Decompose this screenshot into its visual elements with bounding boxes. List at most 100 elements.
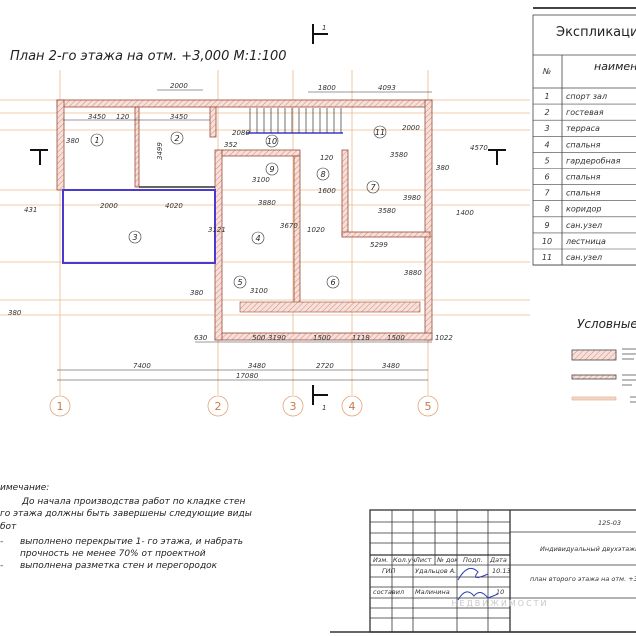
explication-row-number: 11 bbox=[542, 253, 552, 262]
explication-row-name: спальня bbox=[566, 173, 601, 182]
dim: 1800 bbox=[318, 84, 336, 92]
dim: 630 bbox=[194, 334, 208, 342]
dim: 1500 bbox=[313, 334, 331, 342]
dim: 1500 bbox=[387, 334, 405, 342]
note-line: прочность не менее 70% от проектной bbox=[20, 549, 206, 559]
room-number: 7 bbox=[370, 183, 376, 192]
project-name: Индивидуальный двухэтажн bbox=[540, 545, 636, 553]
explication-row-name: спорт зал bbox=[566, 92, 607, 101]
dim: 1022 bbox=[435, 334, 453, 342]
dim-total: 17080 bbox=[236, 372, 259, 380]
col-header: Изм. bbox=[373, 556, 388, 564]
legend-title: Условные bbox=[577, 317, 636, 331]
dim: 380 bbox=[8, 309, 22, 317]
dim: 4093 bbox=[378, 84, 396, 92]
legend-line-swatch bbox=[571, 396, 617, 401]
room-number: 8 bbox=[320, 170, 325, 179]
col-name-header: наимено bbox=[594, 60, 636, 73]
explication-row-name: сан.узел bbox=[566, 253, 602, 262]
dimension-lines bbox=[57, 89, 432, 381]
note-line: До начала производства работ по кладке с… bbox=[21, 497, 246, 507]
dim: 2000 bbox=[100, 202, 118, 210]
legend-wall-swatch bbox=[571, 349, 617, 361]
walls bbox=[56, 99, 433, 341]
date: 10 bbox=[496, 588, 504, 596]
dim: 3100 bbox=[252, 176, 270, 184]
project-code: 125-03 bbox=[598, 519, 621, 527]
explication-row-number: 8 bbox=[544, 205, 549, 214]
signature bbox=[457, 567, 499, 601]
explication-row-number: 9 bbox=[544, 221, 549, 230]
title-block-grid bbox=[330, 509, 636, 633]
room-number: 10 bbox=[267, 137, 277, 146]
explication-row-number: 10 bbox=[542, 237, 552, 246]
dim: 3190 bbox=[268, 334, 286, 342]
room-number: 4 bbox=[255, 234, 260, 243]
dim: 1600 bbox=[318, 187, 336, 195]
dim: 1020 bbox=[307, 226, 325, 234]
sheet-name: план второго этажа на отм. +3,0 bbox=[530, 575, 636, 583]
axis-label: 5 bbox=[425, 400, 432, 413]
watermark: НЕДВИЖИМОСТИ bbox=[451, 599, 548, 608]
dim: 120 bbox=[116, 113, 130, 121]
dim: 3580 bbox=[390, 151, 408, 159]
room-number: 5 bbox=[237, 278, 242, 287]
axis-label: 2 bbox=[215, 400, 222, 413]
section-markers bbox=[30, 24, 506, 405]
explication-row-number: 3 bbox=[544, 124, 549, 133]
explication-row-name: лестница bbox=[565, 237, 606, 246]
col-header: № док bbox=[436, 556, 458, 564]
axis-label: 4 bbox=[349, 400, 356, 413]
note-line: го этажа должны быть завершены следующие… bbox=[0, 509, 252, 519]
grid-lines bbox=[0, 70, 530, 395]
explication-row-name: сан.узел bbox=[566, 221, 602, 230]
col-number-header: № bbox=[542, 67, 551, 76]
col-header: Подп. bbox=[463, 556, 483, 564]
explication-row-name: гостевая bbox=[566, 108, 604, 117]
explication-row-name: терраса bbox=[566, 124, 600, 133]
dim: 2080 bbox=[232, 129, 250, 137]
dim: 4020 bbox=[165, 202, 183, 210]
dim: 500 bbox=[252, 334, 266, 342]
dim: 3450 bbox=[170, 113, 188, 121]
dim: 431 bbox=[24, 206, 37, 214]
dim: 3121 bbox=[208, 226, 226, 234]
dim: 3480 bbox=[248, 362, 266, 370]
axis-label: 3 bbox=[290, 400, 297, 413]
person-name: Малинина bbox=[415, 588, 450, 596]
dim: 120 bbox=[320, 154, 334, 162]
dim: 1400 bbox=[456, 209, 474, 217]
section-label: 1 bbox=[322, 24, 326, 32]
note-bullet: - bbox=[0, 537, 3, 547]
role: ГИП bbox=[382, 567, 395, 575]
room-number: 9 bbox=[269, 165, 274, 174]
explication-row-number: 6 bbox=[544, 173, 549, 182]
dim: 3100 bbox=[250, 287, 268, 295]
legend-partition-swatch bbox=[571, 374, 617, 380]
dim: 380 bbox=[66, 137, 80, 145]
dim: 380 bbox=[436, 164, 450, 172]
stairs bbox=[246, 108, 343, 134]
dim: 352 bbox=[224, 141, 238, 149]
room-number: 6 bbox=[330, 278, 335, 287]
dim: 3670 bbox=[280, 222, 298, 230]
role: составил bbox=[373, 588, 404, 596]
dim: 7400 bbox=[133, 362, 151, 370]
room-number: 3 bbox=[132, 233, 137, 242]
explication-row-number: 1 bbox=[544, 92, 549, 101]
dim: 2720 bbox=[316, 362, 334, 370]
col-header: Лист bbox=[414, 556, 432, 564]
note-bullet: - bbox=[0, 561, 3, 571]
date: 10.13 bbox=[492, 567, 511, 575]
dim: 3480 bbox=[382, 362, 400, 370]
explication-row-name: спальня bbox=[566, 140, 601, 149]
explication-row-number: 4 bbox=[544, 140, 549, 149]
dim: 3580 bbox=[378, 207, 396, 215]
axis-bubbles bbox=[49, 395, 439, 417]
terrace-outline bbox=[62, 189, 216, 264]
room-markers bbox=[90, 125, 387, 289]
explication-row-name: спальня bbox=[566, 189, 601, 198]
axis-label: 1 bbox=[57, 400, 64, 413]
dim: 1118 bbox=[352, 334, 370, 342]
